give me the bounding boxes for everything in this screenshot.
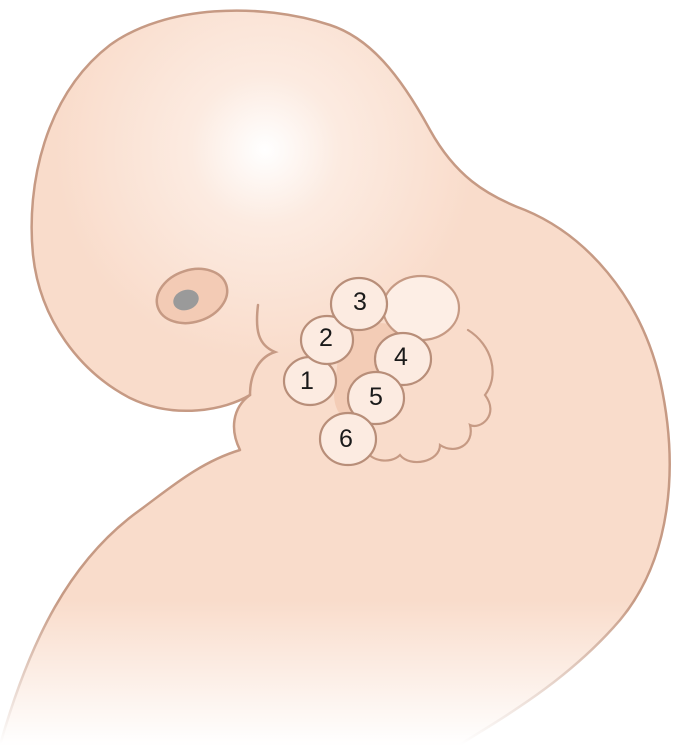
hillock-4-label: 4 xyxy=(394,343,408,371)
bottom-fade xyxy=(0,600,679,745)
hillock-6-label: 6 xyxy=(339,425,353,453)
hillock-1-label: 1 xyxy=(300,367,314,395)
hillock-2-label: 2 xyxy=(319,324,333,352)
hillock-5-label: 5 xyxy=(369,383,383,411)
hillock-3-label: 3 xyxy=(353,288,367,316)
arch-bump xyxy=(383,276,459,340)
hillock-6: 6 xyxy=(320,413,376,465)
hillock-3: 3 xyxy=(331,278,387,330)
